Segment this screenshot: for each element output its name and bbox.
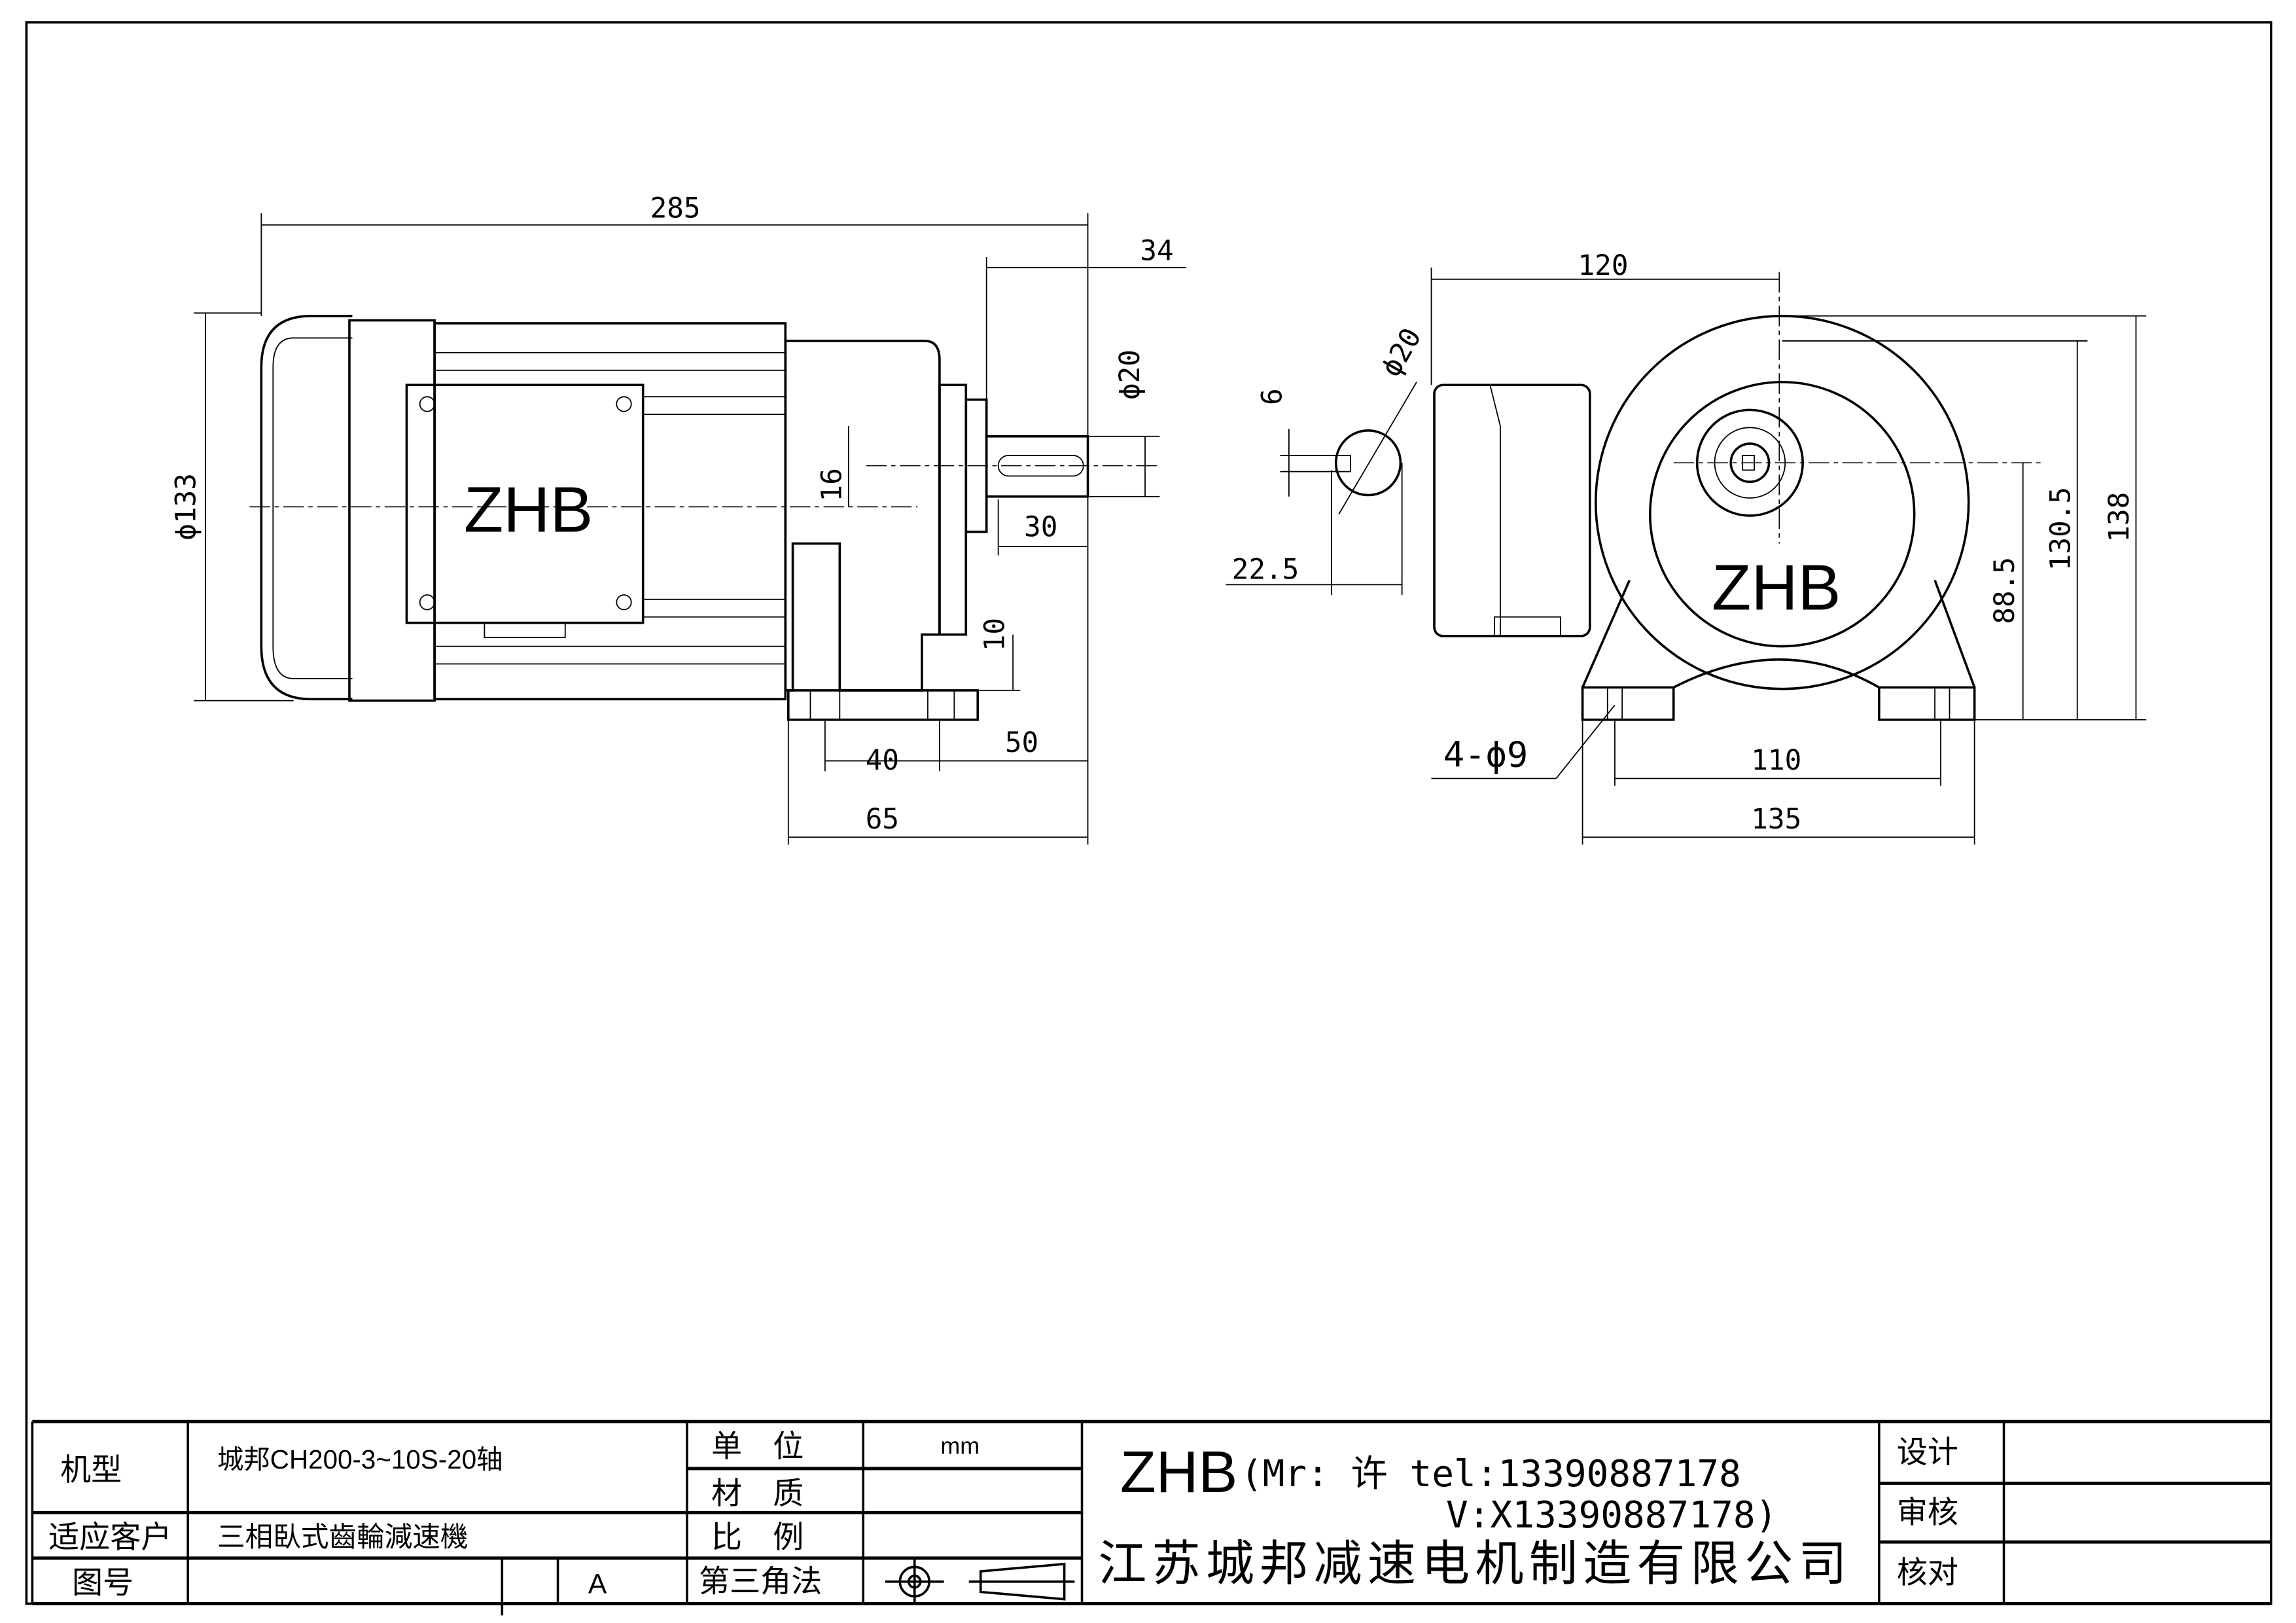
unit-label: 单 位 — [711, 1429, 804, 1463]
fan-cover-inner — [272, 337, 353, 679]
dim-135: 135 — [1751, 803, 1801, 836]
dim-4-phi9: 4-ϕ9 — [1443, 734, 1528, 776]
dim-50: 50 — [1005, 726, 1038, 759]
terminal-box — [405, 383, 645, 624]
fan-cover — [260, 314, 353, 701]
dim-88-5: 88.5 — [1988, 557, 2021, 624]
gear-housing — [784, 340, 941, 692]
keyway — [997, 455, 1084, 477]
output-flange — [938, 383, 968, 636]
dim-phi20-front: ϕ20 — [1375, 323, 1428, 383]
base-legs — [1581, 579, 1976, 689]
title-block: 机型 城邦CH200-3~10S-20轴 适应客户 三相臥式齒輪減速機 图号 A… — [31, 1419, 2271, 1616]
company-logo: ZHB — [1120, 1440, 1237, 1505]
dim-34: 34 — [1140, 235, 1173, 268]
right-foot — [1878, 686, 1976, 721]
left-foot — [1581, 686, 1675, 721]
dim-110: 110 — [1751, 744, 1801, 777]
dim-22-5: 22.5 — [1232, 553, 1299, 586]
dim-120: 120 — [1578, 249, 1629, 282]
shaft-section — [1334, 429, 1402, 497]
side-view: ZHB 285 34 ϕ133 ϕ20 16 30 10 50 40 65 — [169, 192, 1186, 845]
dim-138: 138 — [2103, 492, 2136, 543]
contact-line-2: V:X13390887178) — [1446, 1494, 1777, 1537]
check-label: 核对 — [1897, 1555, 1958, 1590]
model-value: 城邦CH200-3~10S-20轴 — [217, 1444, 503, 1474]
dim-285: 285 — [650, 192, 701, 224]
unit-value: mm — [940, 1433, 980, 1459]
motor-flange — [348, 319, 436, 702]
drawing-no-label: 图号 — [72, 1565, 133, 1600]
key-section — [1335, 455, 1352, 473]
material-label: 材 质 — [711, 1476, 804, 1510]
dim-phi20: ϕ20 — [1114, 349, 1146, 400]
design-label: 设计 — [1897, 1435, 1958, 1469]
third-angle-projection-icon — [885, 1560, 1075, 1604]
dim-16: 16 — [816, 468, 849, 501]
dim-130-5: 130.5 — [2044, 487, 2077, 571]
review-label: 审核 — [1897, 1495, 1958, 1529]
contact-line-1: (Mr: 许 tel:13390887178 — [1241, 1453, 1741, 1495]
front-logo: ZHB — [1712, 552, 1841, 624]
output-shaft — [985, 435, 1089, 498]
dim-10: 10 — [979, 618, 1012, 651]
gear-housing-face — [1649, 380, 1916, 648]
cooling-fins — [434, 351, 786, 665]
customer-value: 三相臥式齒輪減速機 — [217, 1522, 468, 1553]
dim-40: 40 — [866, 744, 899, 777]
front-view: ZHB 120 138 130.5 88.5 110 135 4-ϕ9 6 22… — [1226, 249, 2147, 845]
terminal-box-side — [1433, 383, 1591, 637]
dim-6: 6 — [1256, 388, 1289, 405]
model-label: 机型 — [60, 1452, 122, 1487]
screw-icons — [419, 396, 632, 611]
projection-label: 第三角法 — [699, 1563, 822, 1598]
revision: A — [588, 1569, 607, 1600]
customer-label: 适应客户 — [48, 1520, 171, 1554]
dim-65: 65 — [866, 803, 899, 836]
mounting-foot — [787, 689, 980, 721]
company-name: 江苏城邦减速电机制造有限公司 — [1098, 1536, 1846, 1592]
front-dimension-lines — [1226, 267, 2147, 845]
dim-phi133: ϕ133 — [169, 473, 202, 541]
scale-label: 比 例 — [711, 1520, 804, 1554]
dim-30: 30 — [1024, 510, 1057, 543]
side-logo: ZHB — [464, 474, 593, 546]
side-dimension-lines — [194, 213, 1186, 845]
